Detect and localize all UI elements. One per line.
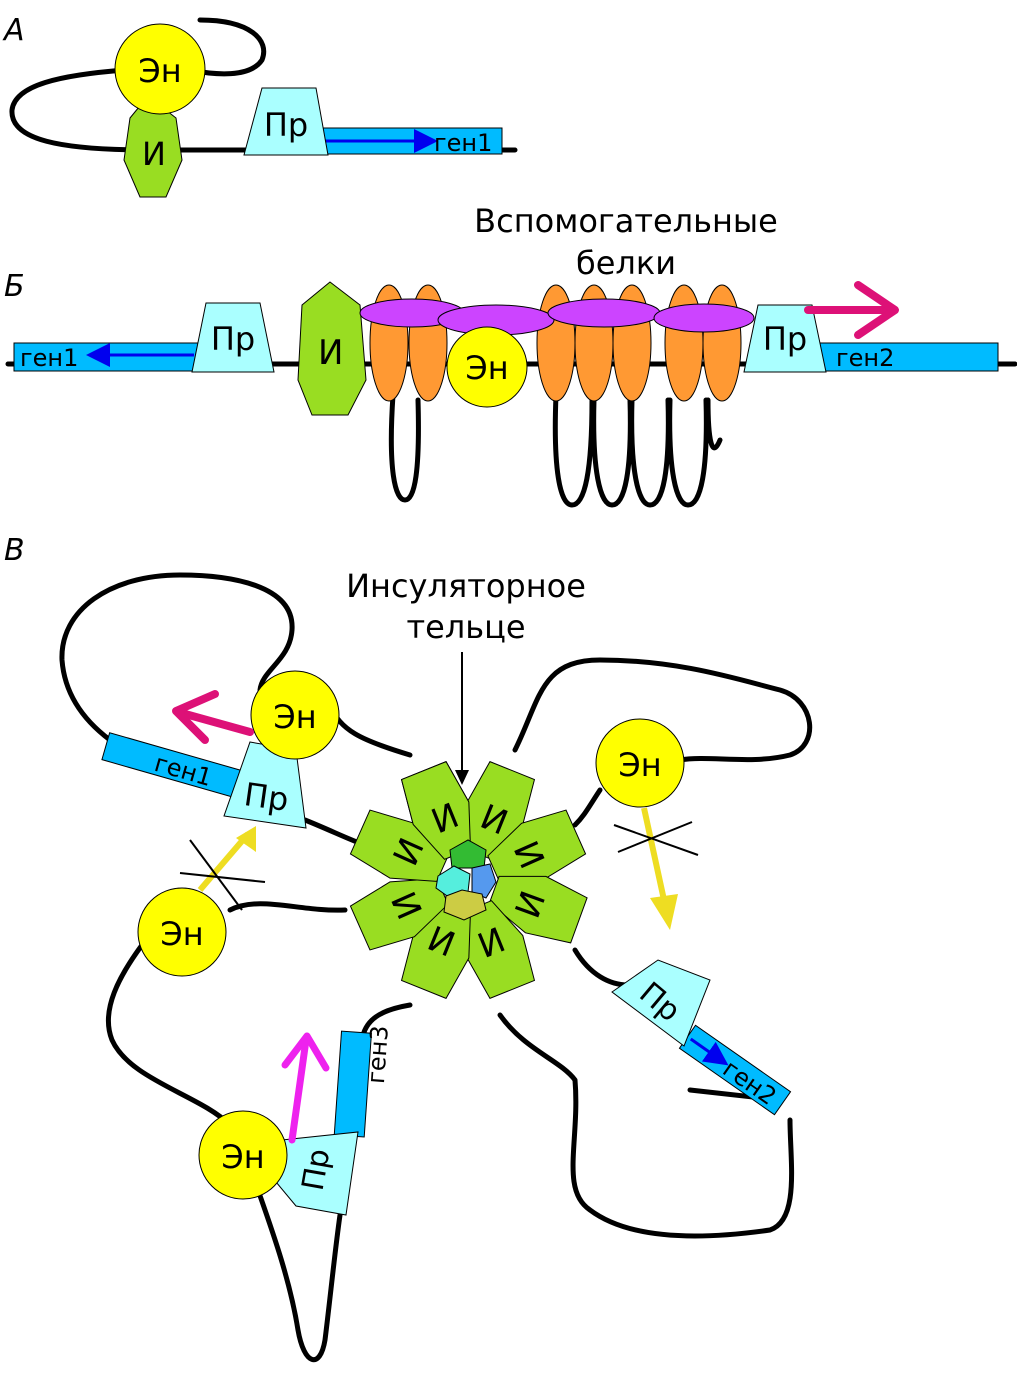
insulator-petal: И xyxy=(488,875,588,944)
gene2-label-b: ген2 xyxy=(836,344,894,372)
insulator-petal: И xyxy=(487,809,587,882)
gene2-region: Эн ген2 Пр xyxy=(595,718,792,1116)
gene2-arrow-c xyxy=(689,1037,729,1066)
insulator-body: И И И И И И И И И xyxy=(349,760,588,1000)
gene1-label-c: ген1 xyxy=(151,749,215,792)
insulator-petal: И xyxy=(464,900,536,1000)
enhancer-c1-label: Эн xyxy=(273,698,316,736)
enhancer-c4-label: Эн xyxy=(618,746,661,784)
enhancer-b-label: Эн xyxy=(465,349,508,387)
insulator-body-caption-line2: тельце xyxy=(406,608,525,646)
enhancer-c4 xyxy=(595,718,685,808)
panel-b: Б Вспомогательные белки ген1 Пр И xyxy=(4,202,1017,508)
panel-b-loops xyxy=(388,392,723,508)
insulator-petal: И xyxy=(349,809,449,882)
promoter-label: Пр xyxy=(264,106,308,144)
block-mark xyxy=(189,839,243,911)
gene1-region: ген1 Пр Эн xyxy=(101,670,340,829)
enhancer-c1 xyxy=(250,670,340,760)
enhancer-c2 xyxy=(137,887,227,977)
blocked-enhancer-left: Эн xyxy=(137,826,266,977)
promoter-c-gene1-label: Пр xyxy=(242,775,291,819)
gene2-box-b xyxy=(811,342,999,372)
gene3-region: ген3 Пр Эн xyxy=(198,1024,394,1216)
blocked-arrow-head xyxy=(236,826,256,852)
insulator-petal: И xyxy=(349,878,449,951)
gene1-activation-arrow xyxy=(172,690,254,744)
insulator-petal: И xyxy=(400,900,472,1000)
enhancer-b xyxy=(446,326,528,408)
enhancer-c3-label: Эн xyxy=(221,1138,264,1176)
block-mark xyxy=(613,824,699,856)
gene2-activation-arrow xyxy=(804,281,899,339)
blocked-arrow-head xyxy=(650,894,678,930)
insulator xyxy=(123,95,183,198)
aux-protein xyxy=(664,284,704,402)
aux-protein xyxy=(702,284,742,402)
panel-c-chromatin xyxy=(59,572,813,1363)
panel-a-dna xyxy=(9,17,518,153)
enhancer xyxy=(114,23,206,115)
panel-b-label: Б xyxy=(4,269,25,304)
aux-links xyxy=(359,298,755,336)
blocked-arrow xyxy=(197,832,251,892)
gene3-activation-arrow xyxy=(281,1032,330,1144)
core-protein xyxy=(449,839,487,869)
gene1-label-b: ген1 xyxy=(20,344,78,372)
core-protein xyxy=(443,889,487,921)
panel-c: В Инсуляторное тельце И И И И И И И И И xyxy=(4,533,813,1363)
promoter-c-gene2 xyxy=(611,959,711,1047)
block-mark xyxy=(179,872,266,883)
block-mark xyxy=(617,821,693,853)
promoter-c-gene3-label: Пр xyxy=(296,1146,338,1193)
enhancer-c2-label: Эн xyxy=(160,915,203,953)
insulator-label: И xyxy=(142,135,166,173)
insulator-body-caption-line1: Инсуляторное xyxy=(346,567,586,605)
insulator-body-pointer-head xyxy=(455,770,469,785)
panel-a: А И Эн ген1 Пр xyxy=(2,13,518,198)
panel-c-label: В xyxy=(4,533,25,568)
aux-link xyxy=(547,298,661,328)
promoter xyxy=(243,87,329,156)
insulator-petal: И xyxy=(400,760,472,860)
panel-a-label: А xyxy=(2,13,25,48)
promoter-b-left-label: Пр xyxy=(211,320,255,358)
aux-proteins-caption-line2: белки xyxy=(576,244,676,282)
insulator-b-label: И xyxy=(318,333,343,373)
promoter-b-right-label: Пр xyxy=(763,320,807,358)
enhancer-c3 xyxy=(198,1110,288,1200)
enhancer-label: Эн xyxy=(138,52,181,90)
gene1-label: ген1 xyxy=(434,129,492,157)
aux-proteins-caption-line1: Вспомогательные xyxy=(474,202,778,240)
blocked-arrow xyxy=(641,807,667,901)
promoter-b-left xyxy=(191,302,275,373)
core-protein xyxy=(471,863,497,899)
aux-link xyxy=(653,303,755,333)
promoter-b-right xyxy=(743,304,827,373)
gene3-label-c: ген3 xyxy=(362,1024,394,1084)
insulator-b xyxy=(297,281,367,416)
